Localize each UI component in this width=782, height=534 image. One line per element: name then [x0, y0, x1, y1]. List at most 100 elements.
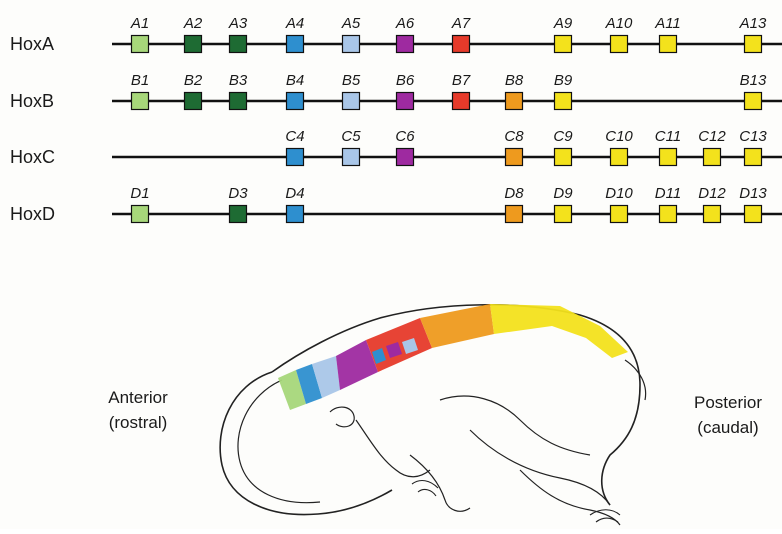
gene-label-b9: B9 — [554, 72, 573, 89]
gene-label-d10: D10 — [605, 185, 633, 202]
gene-label-d13: D13 — [739, 185, 767, 202]
gene-box-b6 — [397, 93, 414, 110]
anterior-sublabel: (rostral) — [109, 413, 168, 432]
gene-box-c6 — [397, 149, 414, 166]
gene-box-c12 — [704, 149, 721, 166]
gene-box-a2 — [185, 36, 202, 53]
gene-box-c10 — [611, 149, 628, 166]
gene-box-d10 — [611, 206, 628, 223]
gene-label-d1: D1 — [130, 185, 149, 202]
gene-label-a5: A5 — [341, 15, 361, 32]
gene-label-d12: D12 — [698, 185, 726, 202]
gene-box-a9 — [555, 36, 572, 53]
gene-box-d3 — [230, 206, 247, 223]
embryo-arm — [410, 455, 470, 511]
gene-box-a10 — [611, 36, 628, 53]
gene-box-c11 — [660, 149, 677, 166]
embryo-hand — [412, 481, 438, 496]
gene-label-c13: C13 — [739, 128, 767, 145]
gene-box-b3 — [230, 93, 247, 110]
gene-box-b1 — [132, 93, 149, 110]
gene-label-a3: A3 — [228, 15, 248, 32]
gene-box-c13 — [745, 149, 762, 166]
gene-box-a13 — [745, 36, 762, 53]
gene-box-b2 — [185, 93, 202, 110]
embryo-expression-band — [278, 304, 628, 410]
gene-box-b5 — [343, 93, 360, 110]
gene-label-b13: B13 — [740, 72, 767, 89]
gene-label-b3: B3 — [229, 72, 248, 89]
gene-box-a1 — [132, 36, 149, 53]
gene-label-c9: C9 — [553, 128, 573, 145]
embryo-eye — [330, 407, 354, 427]
gene-label-c6: C6 — [395, 128, 415, 145]
gene-label-c11: C11 — [655, 128, 681, 145]
embryo-face — [356, 420, 430, 477]
gene-box-a3 — [230, 36, 247, 53]
gene-label-d8: D8 — [504, 185, 524, 202]
gene-box-c4 — [287, 149, 304, 166]
gene-label-a6: A6 — [395, 15, 415, 32]
gene-label-b7: B7 — [452, 72, 471, 89]
gene-label-a4: A4 — [285, 15, 304, 32]
gene-box-b4 — [287, 93, 304, 110]
cluster-label: HoxA — [10, 34, 54, 54]
gene-box-d8 — [506, 206, 523, 223]
cluster-row-hoxa: HoxAA1A2A3A4A5A6A7A9A10A11A13 — [10, 15, 782, 54]
gene-box-b9 — [555, 93, 572, 110]
gene-box-b8 — [506, 93, 523, 110]
gene-label-c10: C10 — [605, 128, 633, 145]
gene-label-d9: D9 — [553, 185, 573, 202]
gene-label-a7: A7 — [451, 15, 471, 32]
gene-label-b4: B4 — [286, 72, 304, 89]
band-segment-yellow — [490, 304, 628, 358]
embryo-illustration — [220, 304, 645, 525]
gene-label-a1: A1 — [130, 15, 149, 32]
gene-label-c8: C8 — [504, 128, 524, 145]
gene-box-c9 — [555, 149, 572, 166]
anterior-label: Anterior — [108, 388, 168, 407]
gene-label-c4: C4 — [285, 128, 304, 145]
gene-box-b13 — [745, 93, 762, 110]
gene-box-b7 — [453, 93, 470, 110]
gene-box-a11 — [660, 36, 677, 53]
gene-label-d4: D4 — [285, 185, 304, 202]
gene-box-c8 — [506, 149, 523, 166]
cluster-label: HoxB — [10, 91, 54, 111]
embryo-abdomen — [470, 430, 610, 505]
posterior-label: Posterior — [694, 393, 762, 412]
embryo-tail — [625, 360, 646, 400]
gene-label-b1: B1 — [131, 72, 149, 89]
gene-box-d1 — [132, 206, 149, 223]
gene-box-c5 — [343, 149, 360, 166]
gene-label-b6: B6 — [396, 72, 415, 89]
gene-label-b8: B8 — [505, 72, 524, 89]
gene-label-a9: A9 — [553, 15, 573, 32]
cluster-label: HoxD — [10, 204, 55, 224]
gene-box-d13 — [745, 206, 762, 223]
gene-label-d11: D11 — [655, 185, 681, 202]
cluster-label: HoxC — [10, 147, 55, 167]
gene-label-a11: A11 — [654, 15, 681, 32]
gene-label-c5: C5 — [341, 128, 361, 145]
gene-label-a2: A2 — [183, 15, 203, 32]
gene-label-d3: D3 — [228, 185, 248, 202]
gene-box-d9 — [555, 206, 572, 223]
gene-box-a4 — [287, 36, 304, 53]
gene-label-b5: B5 — [342, 72, 361, 89]
gene-box-a5 — [343, 36, 360, 53]
embryo-body-fold — [440, 396, 590, 455]
gene-box-d12 — [704, 206, 721, 223]
gene-box-d4 — [287, 206, 304, 223]
cluster-row-hoxb: HoxB B1 B2 B3 B4 B5 B6 B7 B8 B9 B13 — [10, 72, 782, 111]
band-segment-orange — [420, 304, 494, 348]
cluster-row-hoxd: HoxD D1 D3 D4 D8 D9 D10 D11 D12 D13 — [10, 185, 782, 224]
gene-label-b2: B2 — [184, 72, 203, 89]
gene-label-a10: A10 — [605, 15, 633, 32]
gene-box-d11 — [660, 206, 677, 223]
gene-box-a6 — [397, 36, 414, 53]
